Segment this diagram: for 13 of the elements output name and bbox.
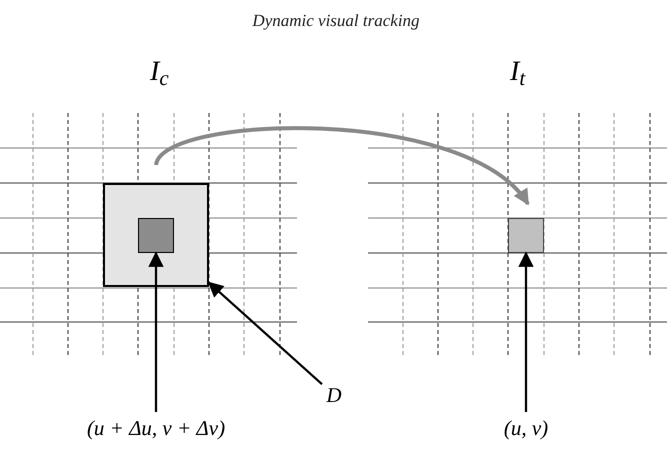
arrow: [154, 126, 530, 206]
leader-label: D: [326, 384, 342, 406]
image-label: I$_{t}$: [510, 58, 526, 86]
title: Dynamic visual tracking: [251, 10, 421, 32]
pixel-square: [138, 218, 174, 253]
coordinate-label: (u + Δu, v + Δv): [86, 418, 226, 438]
image-label: I$_{c}$: [150, 58, 169, 86]
coordinate-label: (u, v): [504, 418, 548, 438]
arrow: [208, 282, 323, 386]
arrow: [148, 251, 164, 412]
search-window: [103, 183, 209, 287]
pixel-square: [508, 218, 544, 253]
arrow: [518, 251, 534, 412]
